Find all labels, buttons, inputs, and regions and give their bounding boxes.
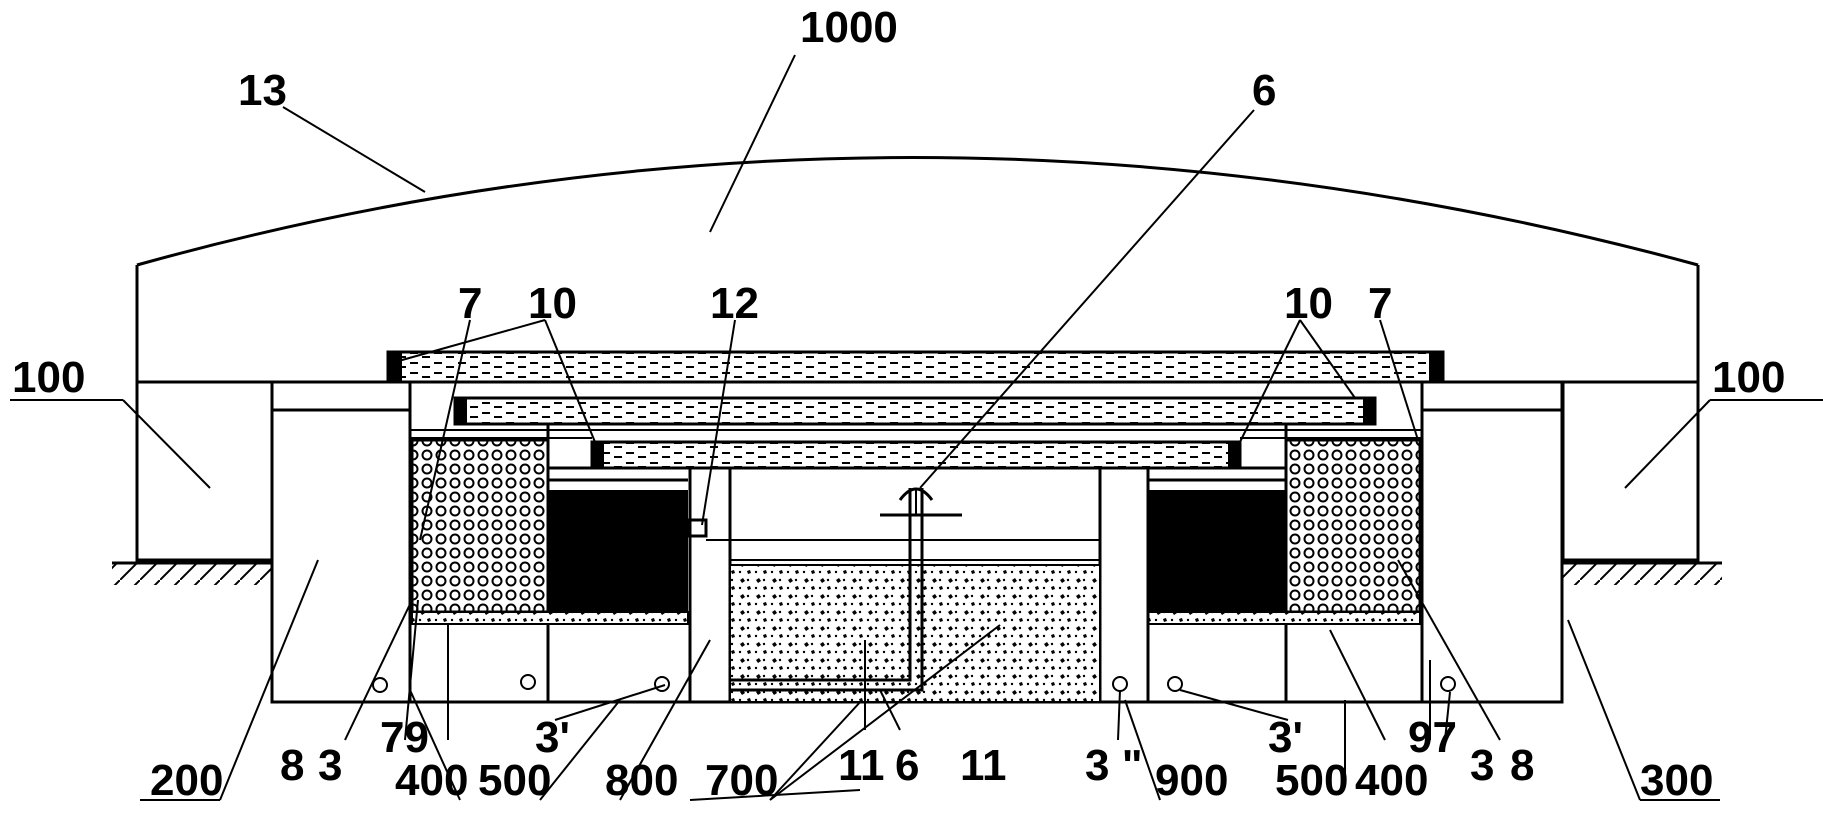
- center-tank: [706, 466, 1102, 704]
- label-7-left: 7: [458, 279, 482, 328]
- label-3p-right: 3': [1268, 713, 1303, 762]
- label-300: 300: [1640, 756, 1713, 805]
- label-11-right: 11: [960, 741, 1007, 790]
- label-3pp: 3 ": [1085, 741, 1143, 790]
- label-800: 800: [605, 756, 678, 805]
- label-11-left: 11: [838, 741, 885, 790]
- label-100-right: 100: [1712, 353, 1785, 402]
- label-13: 13: [238, 66, 287, 115]
- black-fill-chambers: [548, 478, 1286, 612]
- label-7-right: 7: [1368, 279, 1392, 328]
- label-900: 900: [1155, 756, 1228, 805]
- labels: 1000 13 6 100 100 7 10 12 10 7 200 8 3 7…: [12, 3, 1785, 805]
- label-12: 12: [710, 279, 759, 328]
- ground-surface: [112, 561, 1722, 585]
- cover-layers: [386, 350, 1445, 470]
- label-6-top: 6: [1252, 66, 1276, 115]
- label-1000: 1000: [800, 3, 898, 52]
- hex-fill-chambers: [410, 438, 1422, 614]
- label-200: 200: [150, 756, 223, 805]
- label-3p-left: 3': [535, 713, 570, 762]
- label-97: 97: [1408, 713, 1457, 762]
- gravel-strips: [411, 611, 1421, 625]
- label-500-right: 500: [1275, 756, 1348, 805]
- label-700: 700: [705, 756, 778, 805]
- label-3-right: 3: [1470, 741, 1494, 790]
- pipe: [730, 487, 962, 692]
- label-100-left: 100: [12, 353, 85, 402]
- leader-lines: [10, 54, 1823, 801]
- label-8-right: 8: [1510, 741, 1534, 790]
- label-400-right: 400: [1355, 756, 1428, 805]
- label-8-left: 8: [280, 741, 304, 790]
- label-10-left: 10: [528, 279, 577, 328]
- label-10-right: 10: [1284, 279, 1333, 328]
- label-3-left: 3: [318, 741, 342, 790]
- label-79: 79: [380, 713, 429, 762]
- label-500-left: 500: [478, 756, 551, 805]
- label-6-bottom: 6: [895, 741, 919, 790]
- label-400-left: 400: [395, 756, 468, 805]
